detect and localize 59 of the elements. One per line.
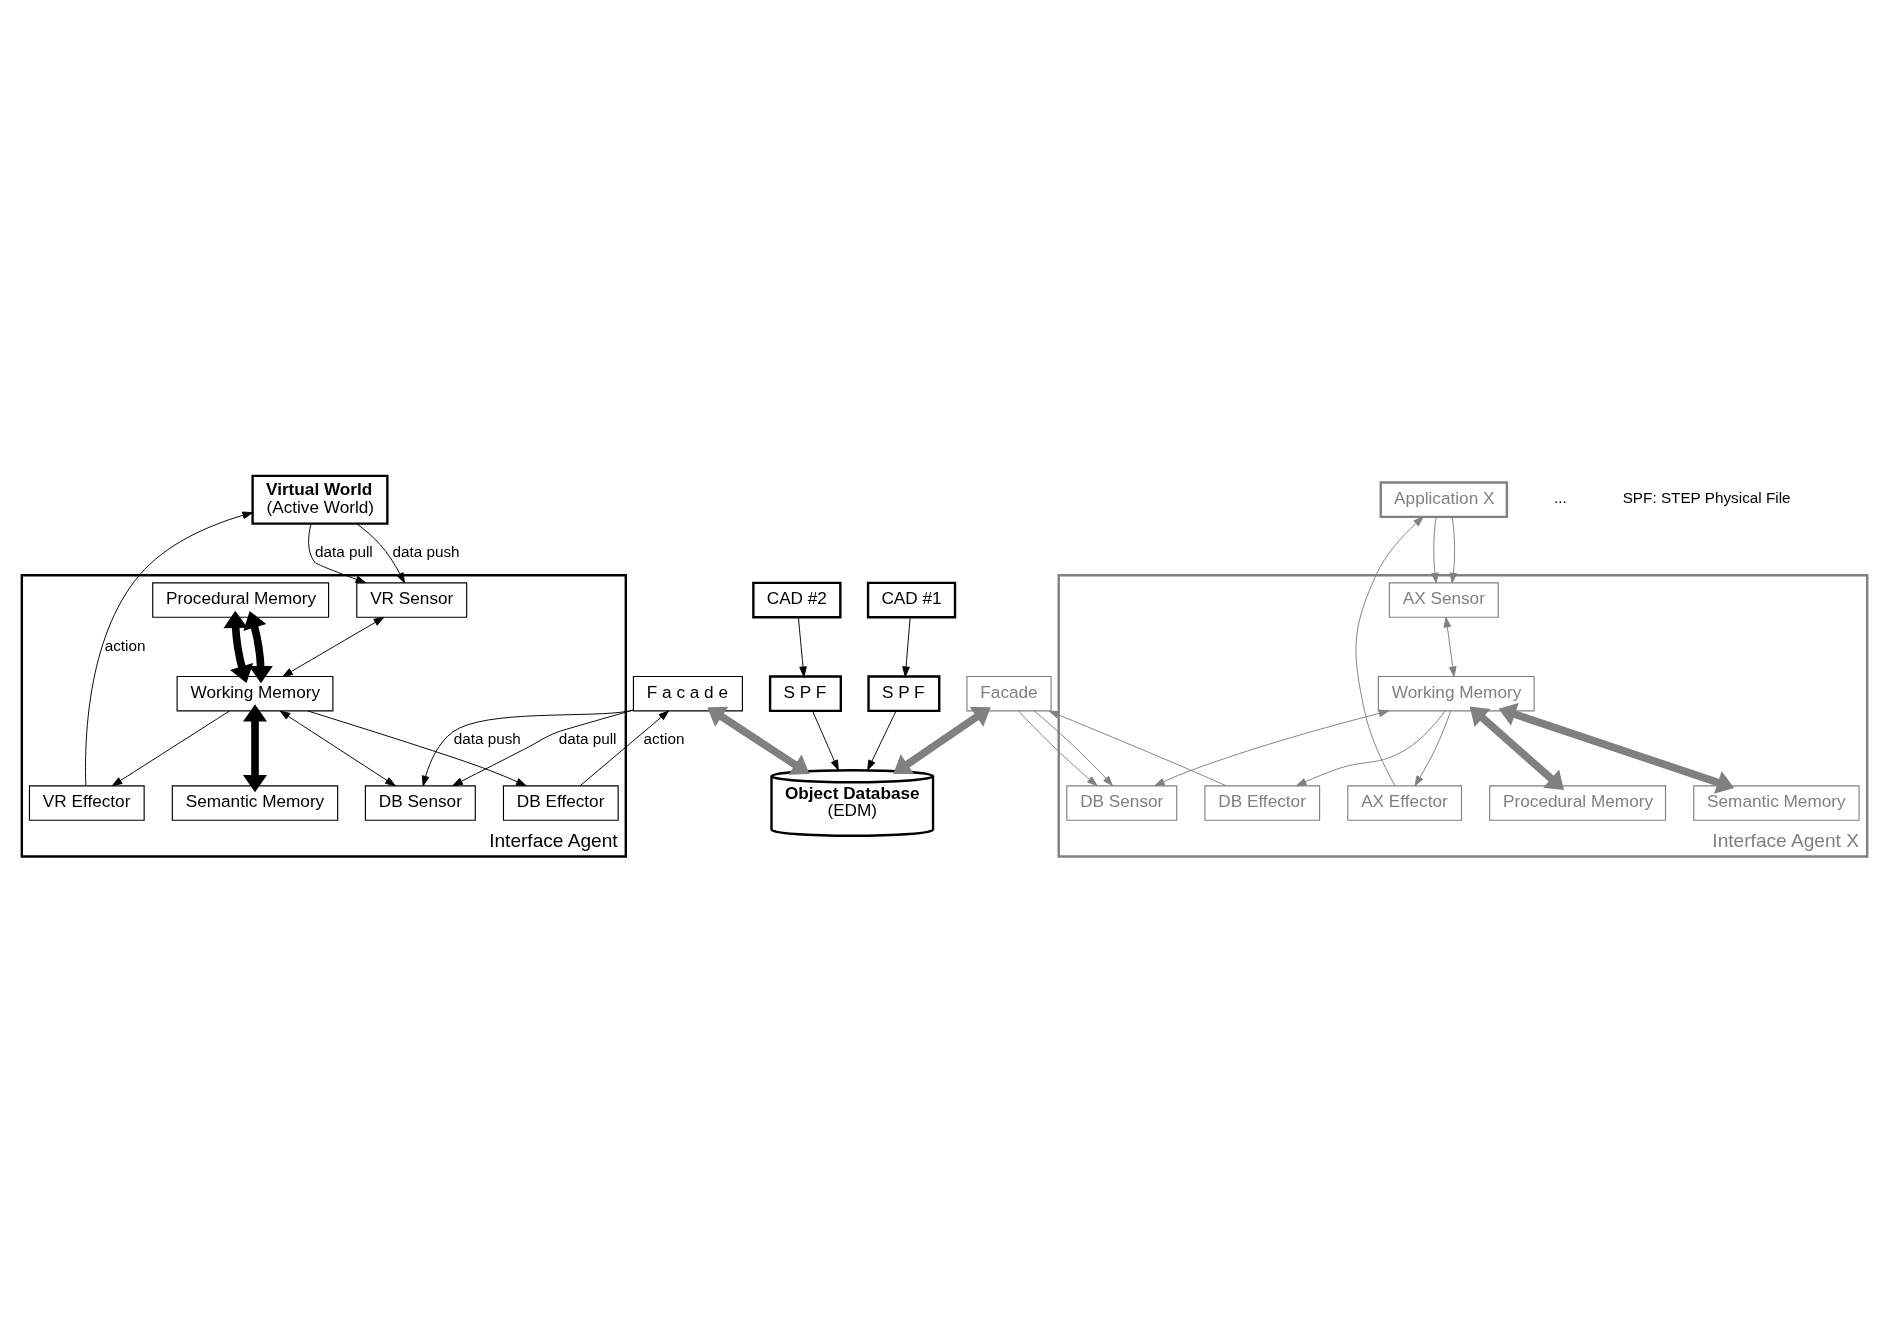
node-box: DB Sensor [364,785,476,821]
node-box: CAD #1 [866,581,957,619]
arrow [279,710,396,787]
label: SPF: STEP Physical File [1622,489,1791,507]
node-box: DB Sensor [1066,785,1178,821]
arrow [1443,616,1457,677]
arrow [111,710,230,787]
edge-label: data pull [558,730,617,748]
node-box: S P F [867,675,941,713]
node-box: Semantic Memory [171,785,339,821]
node-box: S P F [768,675,842,713]
edge-label: action [643,730,685,748]
edge-label: action [104,636,146,654]
node-box: Working Memory [176,675,334,712]
node-box: DB Effector [1204,785,1321,821]
arrow [1048,710,1227,787]
arrow [1449,516,1458,584]
node-box: Facade [966,675,1052,712]
arrow [902,616,911,677]
arrow [707,706,810,775]
node-box: Virtual World (Active World) [251,474,389,525]
arrow [1154,709,1390,787]
node-box: VR Effector [28,785,145,821]
arrow [356,523,405,584]
node-box: Semantic Memory [1693,785,1860,821]
arrow [223,610,254,683]
node-box: CAD #2 [752,581,842,619]
arrow [893,707,991,775]
node-box: Procedural Memory [152,582,330,618]
label: ... [1554,489,1567,507]
edge-label: data push [453,730,521,748]
arrow [812,710,839,771]
node-box: VR Sensor [356,582,468,618]
node-box: AX Sensor [1388,582,1499,618]
arrow [797,616,807,677]
edge-label: data push [392,542,460,560]
arrow [579,710,670,787]
edge-label: data pull [314,542,373,560]
node-box: F a c a d e [632,675,743,712]
arrow [867,710,897,771]
node-box: Application X [1379,481,1509,519]
arrow [1414,710,1452,787]
arrow [1355,516,1424,787]
node-box: Working Memory [1377,675,1535,712]
arrow [282,616,385,677]
arrow [1296,710,1446,787]
arrow [1431,516,1439,584]
arrow [307,710,527,787]
arrow [1469,706,1564,790]
arrow [1498,702,1735,794]
arrow [308,523,367,584]
arrow [85,511,253,787]
node-box: DB Effector [502,785,619,821]
arrow [1033,710,1113,787]
arrow [243,611,273,684]
arrow [1018,710,1098,787]
node-box: AX Effector [1347,785,1463,821]
node-box: Procedural Memory [1489,785,1667,821]
arrow [242,704,268,793]
